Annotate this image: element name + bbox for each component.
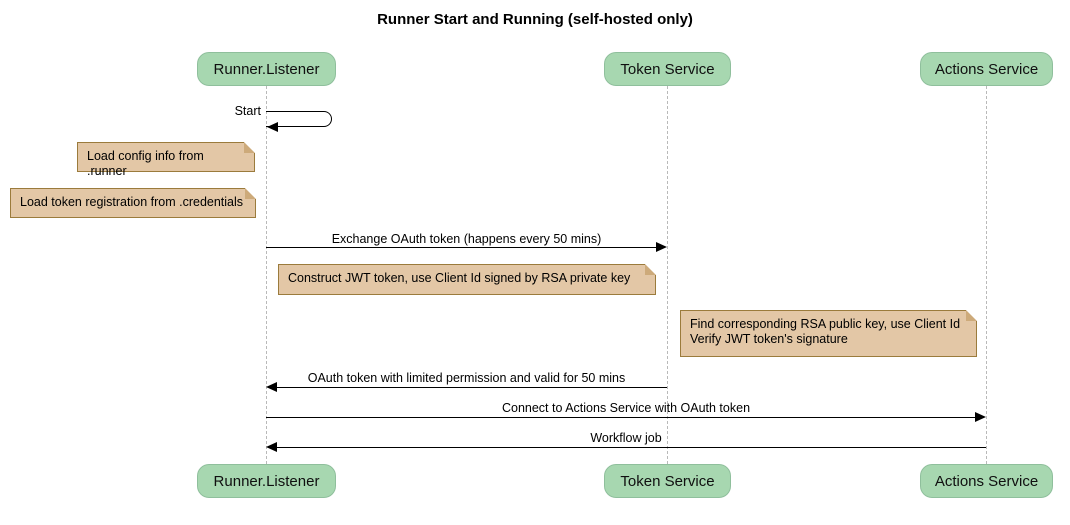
message-label-connect-actions: Connect to Actions Service with OAuth to… — [501, 401, 751, 415]
diagram-title: Runner Start and Running (self-hosted on… — [377, 11, 693, 28]
message-line-workflow-job — [277, 447, 986, 448]
arrowhead-left-icon — [266, 382, 277, 392]
message-label-workflow-job: Workflow job — [590, 431, 662, 445]
participant-token-service-bottom: Token Service — [604, 464, 731, 498]
message-line-oauth-return — [277, 387, 667, 388]
arrowhead-right-icon — [656, 242, 667, 252]
participant-runner-listener-bottom: Runner.Listener — [197, 464, 336, 498]
note-verify-jwt: Find corresponding RSA public key, use C… — [680, 310, 977, 357]
message-label-oauth-return: OAuth token with limited permission and … — [307, 371, 626, 385]
note-construct-jwt: Construct JWT token, use Client Id signe… — [278, 264, 656, 295]
self-message-loop — [266, 111, 332, 127]
message-line-connect-actions — [266, 417, 975, 418]
participant-actions-service-top: Actions Service — [920, 52, 1053, 86]
arrowhead-left-icon — [266, 442, 277, 452]
lifeline-runner-listener — [266, 86, 267, 464]
arrowhead-left-icon — [267, 122, 278, 132]
message-label-exchange-oauth: Exchange OAuth token (happens every 50 m… — [331, 232, 602, 246]
participant-actions-service-bottom: Actions Service — [920, 464, 1053, 498]
participant-runner-listener-top: Runner.Listener — [197, 52, 336, 86]
note-load-config: Load config info from .runner — [77, 142, 255, 178]
participant-token-service-top: Token Service — [604, 52, 731, 86]
arrowhead-right-icon — [975, 412, 986, 422]
message-line-exchange-oauth — [266, 247, 656, 248]
lifeline-token-service — [667, 86, 668, 464]
lifeline-actions-service — [986, 86, 987, 464]
note-load-token: Load token registration from .credential… — [10, 188, 256, 218]
message-label-start: Start — [234, 104, 261, 118]
